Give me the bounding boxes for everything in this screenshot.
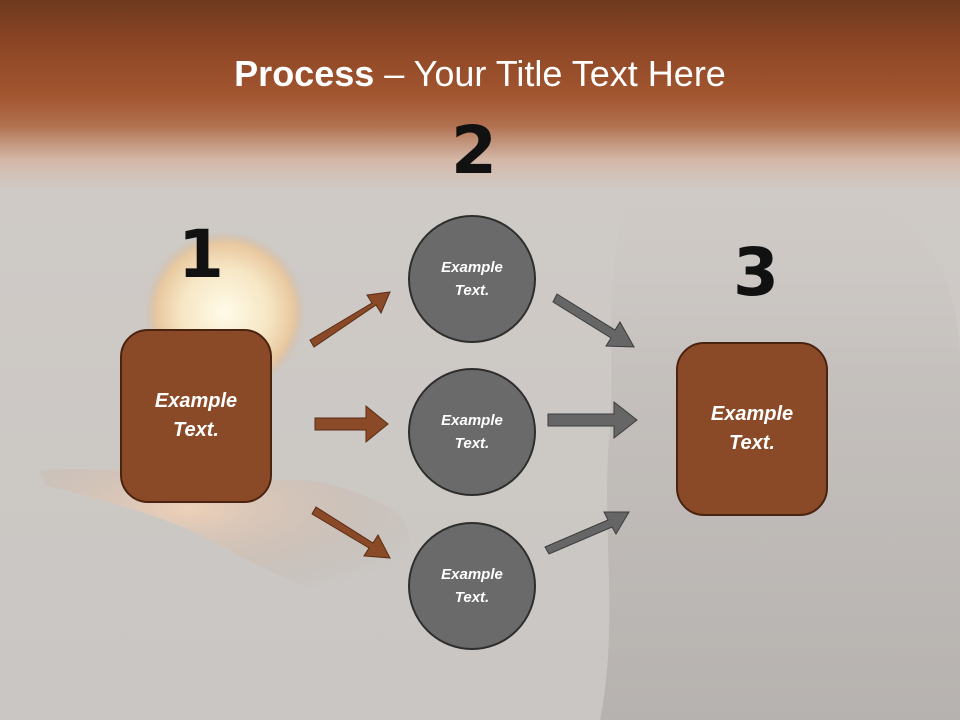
left-process-box: Example Text. (120, 329, 272, 503)
arrow-box-to-bottom-circle (311, 506, 391, 559)
arrow-top-circle-to-box (552, 293, 635, 348)
circle-middle-line2: Text. (454, 435, 490, 452)
left-box-line1: Example (154, 390, 238, 412)
left-box-line2: Text. (173, 419, 219, 441)
hand-shape (40, 468, 411, 602)
arrow-middle-circle-to-box (547, 400, 638, 440)
arrow-box-to-top-circle (309, 291, 391, 348)
right-box-line1: Example (710, 403, 794, 425)
circle-top-line1: Example (441, 259, 503, 276)
arrow-bottom-circle-to-box (544, 511, 630, 555)
step-number-2: 2 (451, 112, 497, 189)
right-process-box: Example Text. (676, 342, 828, 516)
step-number-1: 1 (178, 216, 224, 293)
circle-bottom-line2: Text. (454, 589, 490, 606)
circle-middle-line1: Example (441, 412, 503, 429)
arrow-box-to-middle-circle (314, 404, 389, 444)
step-number-3: 3 (733, 234, 779, 311)
slide-title: Process – Your Title Text Here (234, 53, 726, 94)
circle-top-line2: Text. (454, 282, 490, 299)
process-circle-bottom: Example Text. (408, 522, 536, 650)
right-box-line2: Text. (729, 432, 775, 454)
circle-bottom-line1: Example (441, 566, 503, 583)
process-circle-middle: Example Text. (408, 368, 536, 496)
process-circle-top: Example Text. (408, 215, 536, 343)
